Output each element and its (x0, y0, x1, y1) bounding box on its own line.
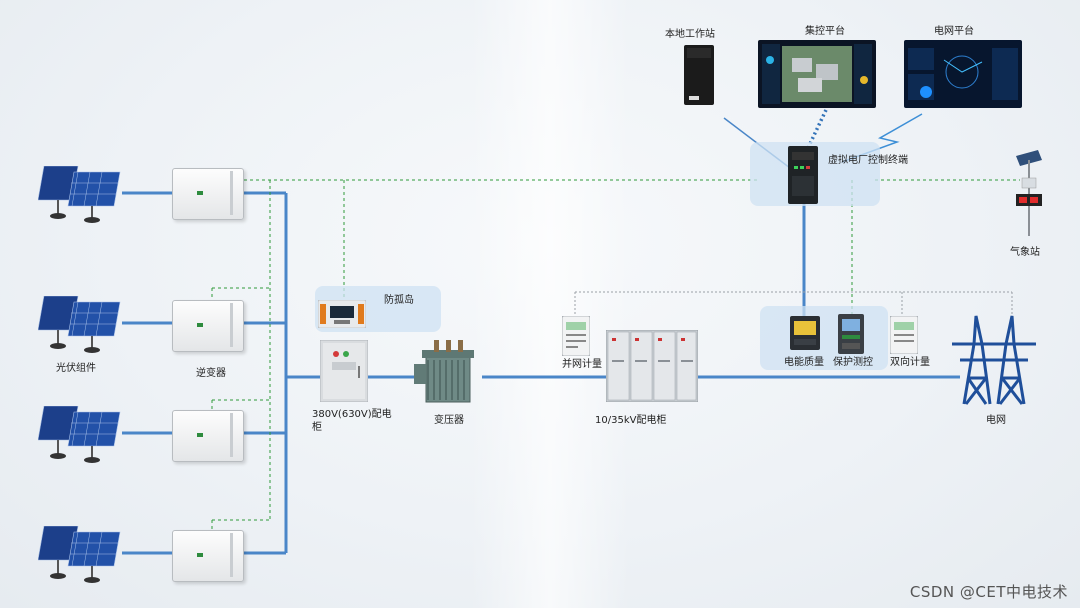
label-vpp-terminal: 虚拟电厂控制终端 (828, 155, 908, 166)
weather-station-icon (1016, 150, 1042, 236)
label-bidirectional-metering: 双向计量 (890, 357, 930, 368)
label-inverter: 逆变器 (196, 368, 226, 379)
label-transformer: 变压器 (434, 415, 464, 426)
label-protection: 保护测控 (833, 357, 873, 368)
inverter-2 (172, 300, 244, 352)
central-platform-screen (758, 40, 876, 108)
grid-connection-meter (562, 316, 590, 356)
workstation-tower-icon (684, 45, 714, 105)
label-grid: 电网 (986, 415, 1006, 426)
pv-module-group-2 (38, 296, 121, 353)
vpp-control-terminal-device (788, 146, 818, 204)
bidirectional-meter (890, 316, 918, 354)
watermark: CSDN @CET中电技术 (909, 583, 1068, 601)
protection-control-device (838, 314, 864, 354)
label-local-workstation: 本地工作站 (665, 29, 715, 40)
background-light-stripe (470, 0, 630, 608)
pv-module-group-1 (38, 166, 121, 223)
label-grid-platform: 电网平台 (934, 26, 974, 37)
anti-islanding-device (318, 300, 366, 328)
power-quality-meter (790, 316, 820, 350)
dotted-link-central (806, 109, 828, 149)
label-central-platform: 集控平台 (805, 26, 845, 37)
signal-lines (211, 179, 1020, 532)
pv-module-group-3 (38, 406, 121, 463)
label-pv-module: 光伏组件 (56, 363, 96, 374)
pv-module-group-4 (38, 526, 121, 583)
label-anti-islanding: 防孤岛 (384, 295, 414, 306)
label-lv-cabinet: 380V(630V)配电柜 (312, 409, 392, 433)
label-power-quality: 电能质量 (784, 357, 824, 368)
label-mv-cabinet: 10/35kV配电柜 (595, 415, 667, 426)
label-grid-metering: 并网计量 (562, 359, 602, 370)
inverter-3 (172, 410, 244, 462)
metering-lines (574, 291, 1013, 320)
grid-platform-screen (904, 40, 1022, 108)
metering-panel (760, 306, 888, 370)
mv-switchgear-cabinet (606, 330, 698, 402)
power-lines (122, 191, 960, 555)
inverter-4 (172, 530, 244, 582)
lv-distribution-cabinet (320, 340, 368, 402)
transformer-icon (414, 340, 474, 403)
label-weather-station: 气象站 (1010, 247, 1040, 258)
grid-pylon-icon (952, 315, 1036, 405)
inverter-1 (172, 168, 244, 220)
